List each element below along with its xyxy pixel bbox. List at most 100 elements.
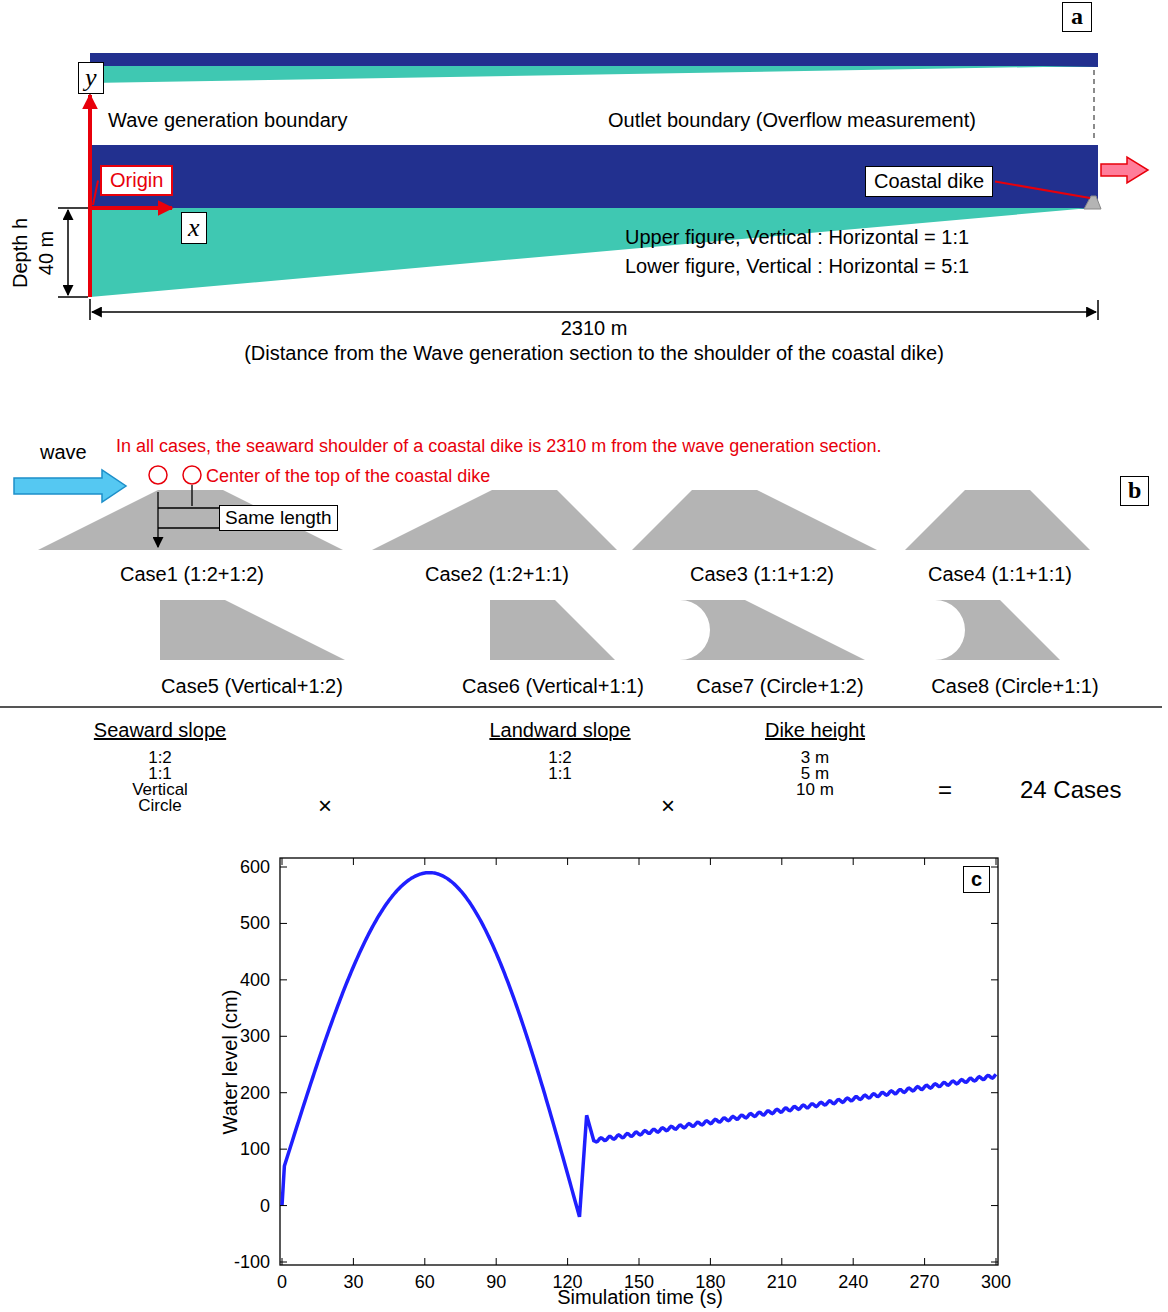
water-level-curve	[282, 873, 996, 1217]
tick-mark	[924, 858, 925, 865]
dike-profile	[38, 490, 343, 550]
annotation-text: Circle	[138, 797, 181, 814]
leader-line	[995, 182, 1090, 199]
annotation-text: 1:2	[148, 749, 172, 766]
annotation-text: 1:1	[148, 765, 172, 782]
dike-profile	[935, 600, 1060, 660]
tick-mark	[996, 1258, 997, 1265]
tick-mark	[991, 867, 998, 868]
panel-letter: c	[963, 866, 990, 893]
annotation-text: Case5 (Vertical+1:2)	[161, 676, 343, 696]
tick-mark	[924, 1258, 925, 1265]
tick-mark	[282, 1258, 283, 1265]
annotation-text: Outlet boundary (Overflow measurement)	[608, 110, 976, 130]
annotation-text: Case6 (Vertical+1:1)	[462, 676, 644, 696]
bracket-line	[158, 507, 219, 508]
tick-label: 600	[240, 858, 270, 876]
annotation-text: 1:2	[548, 749, 572, 766]
dike-profile	[372, 490, 617, 550]
tick-mark	[280, 923, 287, 924]
annotation-text: Seaward slope	[94, 720, 226, 740]
dimension-tick	[89, 299, 91, 320]
bracket-line	[158, 527, 219, 528]
annotation-text: Case1 (1:2+1:2)	[120, 564, 264, 584]
tick-mark	[280, 867, 287, 868]
annotation-text: In all cases, the seaward shoulder of a …	[116, 437, 881, 455]
tick-label: 120	[553, 1273, 583, 1291]
tick-mark	[353, 858, 354, 865]
annotation-text: Depth h	[10, 218, 30, 288]
tick-label: 300	[981, 1273, 1011, 1291]
tick-mark	[991, 1262, 998, 1263]
tick-label: 270	[910, 1273, 940, 1291]
tick-label: 180	[695, 1273, 725, 1291]
annotation-text: Case7 (Circle+1:2)	[696, 676, 863, 696]
tick-mark	[991, 1149, 998, 1150]
tick-label: 0	[277, 1273, 287, 1291]
axis-title: Water level (cm)	[220, 990, 240, 1135]
tick-mark	[853, 1258, 854, 1265]
leader-line	[93, 181, 98, 206]
x-axis-arrow	[90, 206, 172, 210]
bracket-line	[191, 485, 192, 506]
tick-mark	[710, 858, 711, 865]
annotation-text: 24 Cases	[1020, 778, 1121, 802]
tick-label: 210	[767, 1273, 797, 1291]
tick-mark	[280, 1205, 287, 1206]
tick-label: 500	[240, 914, 270, 932]
node-text: y	[85, 63, 97, 93]
slope-strip-upper	[90, 66, 1098, 83]
tick-mark	[280, 1036, 287, 1037]
tick-mark	[280, 1262, 287, 1263]
tick-mark	[639, 1258, 640, 1265]
axis-name-box: y	[78, 62, 104, 94]
tick-mark	[280, 1149, 287, 1150]
length-dimension	[92, 311, 1096, 313]
tick-mark	[781, 1258, 782, 1265]
tick-mark	[496, 1258, 497, 1265]
dimension-tick	[58, 296, 88, 298]
dike-profile	[632, 490, 877, 550]
dimension-tick	[1097, 300, 1099, 320]
height-arrow	[157, 492, 158, 547]
node-text: x	[188, 213, 200, 243]
panel-letter: a	[1062, 2, 1092, 32]
tick-mark	[991, 1205, 998, 1206]
tick-label: 240	[838, 1273, 868, 1291]
annotation-text: Wave generation boundary	[108, 110, 347, 130]
annotation-text: Case4 (1:1+1:1)	[928, 564, 1072, 584]
separator-line	[0, 706, 1162, 708]
tick-mark	[991, 1092, 998, 1093]
node-text: Coastal dike	[874, 170, 984, 193]
annotation-text: 1:1	[548, 765, 572, 782]
annotation-text: =	[938, 778, 952, 802]
tick-mark	[280, 979, 287, 980]
tick-mark	[424, 858, 425, 865]
annotation-text: Lower figure, Vertical : Horizontal = 5:…	[625, 256, 969, 276]
annotation-text: 10 m	[796, 781, 834, 798]
annotation-text: Landward slope	[489, 720, 630, 740]
annotation-text: Upper figure, Vertical : Horizontal = 1:…	[625, 227, 969, 247]
tick-mark	[710, 1258, 711, 1265]
annotation-text: (Distance from the Wave generation secti…	[244, 343, 944, 363]
dike-callout: Coastal dike	[865, 166, 993, 197]
tick-label: 400	[240, 971, 270, 989]
center-marker	[183, 466, 201, 484]
water-strip-upper	[90, 53, 1098, 67]
tick-mark	[991, 1036, 998, 1037]
tick-mark	[424, 1258, 425, 1265]
tick-label: 30	[343, 1273, 363, 1291]
dike-profile	[680, 600, 865, 660]
tick-label: 200	[240, 1084, 270, 1102]
depth-dimension	[67, 210, 69, 295]
tick-label: 60	[415, 1273, 435, 1291]
tick-mark	[280, 1092, 287, 1093]
annotation-text: 5 m	[801, 765, 829, 782]
tick-mark	[567, 1258, 568, 1265]
tick-mark	[639, 858, 640, 865]
panel-letter: b	[1120, 476, 1149, 506]
axis-name-box: x	[181, 212, 207, 244]
tick-mark	[567, 858, 568, 865]
tick-label: 300	[240, 1027, 270, 1045]
